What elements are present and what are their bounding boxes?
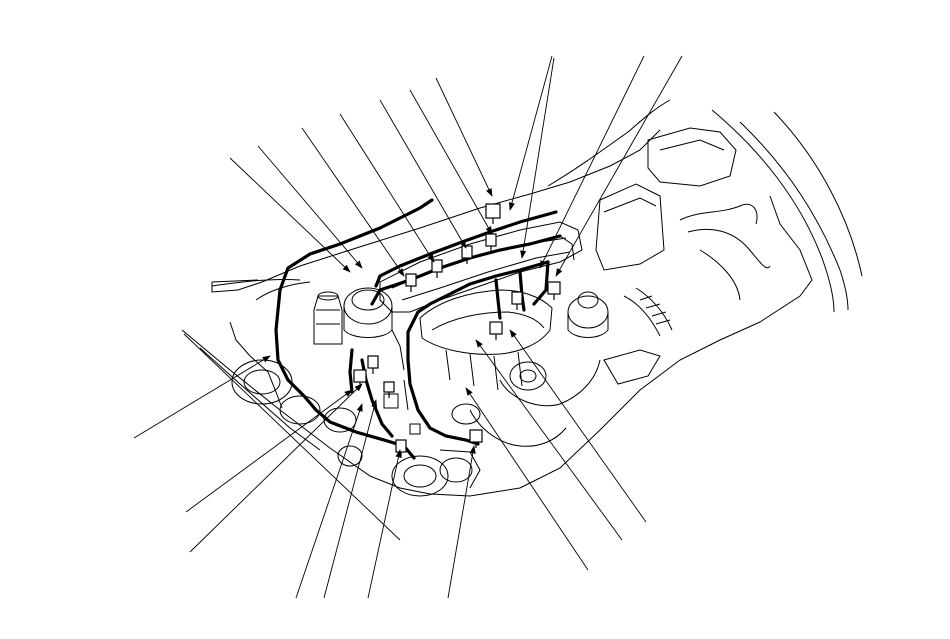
callout-leader-line [295, 403, 363, 599]
harness-connector [489, 321, 503, 335]
callout-arrowhead [485, 226, 493, 235]
callout-arrowhead [465, 387, 473, 396]
callout-leader-line [465, 387, 589, 571]
callout-arrowhead [520, 250, 527, 259]
callout-arrowhead [508, 202, 515, 211]
callout-arrowhead [509, 329, 517, 338]
harness-drop-2 [348, 348, 354, 394]
callout-leader-line [323, 399, 377, 599]
connectors [353, 203, 561, 458]
callout-arrowhead [354, 383, 363, 392]
callout-leader-line [509, 329, 647, 523]
harness-second [370, 234, 562, 306]
harness-inner-top [444, 260, 550, 298]
callout-arrowhead [475, 339, 483, 348]
callout-arrowhead [395, 449, 402, 458]
callout-leader-line [301, 127, 405, 277]
callout-leader-line [185, 389, 353, 513]
callout-arrowhead [344, 389, 353, 397]
harness-branch-3 [532, 260, 550, 306]
callout-leader-line [447, 445, 475, 599]
callout-arrowhead [427, 254, 435, 263]
callout-arrowhead [539, 260, 546, 269]
callout-leader-line [379, 99, 467, 249]
harness-upper [374, 210, 558, 288]
harness-left-loop [274, 198, 434, 460]
harness-connector [547, 281, 561, 295]
callout-arrowhead [397, 268, 405, 277]
harness-connector [511, 291, 523, 305]
harness-inner-loop [406, 294, 480, 446]
callout-leader-line [409, 89, 493, 235]
callout-arrowhead [356, 403, 363, 412]
callout-arrowhead [262, 355, 271, 363]
harness-connector [383, 381, 395, 393]
callout-leader-line [367, 449, 401, 599]
callout-leader-line [435, 77, 493, 197]
callout-leader-line [183, 333, 401, 541]
callout-arrowhead [486, 188, 493, 197]
harness-connector [485, 203, 501, 219]
callout-arrowhead [555, 268, 563, 277]
callout-leader-line [509, 55, 553, 211]
leader-arrowheads [262, 188, 563, 458]
callout-arrowhead [459, 240, 467, 249]
callout-arrowhead [371, 399, 378, 408]
callout-leader-line [539, 55, 645, 269]
harness-connector [367, 355, 379, 369]
callout-leader-line [475, 339, 623, 541]
callout-leader-line [257, 145, 363, 269]
wire-harness [274, 198, 562, 460]
callout-leader-line [521, 57, 555, 259]
callout-leader-line [339, 113, 435, 263]
callout-leader-line [229, 157, 351, 273]
harness-connector [469, 429, 483, 443]
callout-leader-line [133, 355, 271, 439]
compartment-outline [181, 99, 863, 497]
callout-leader-line [555, 55, 683, 277]
callout-arrowhead [342, 264, 351, 273]
harness-branch-2 [494, 278, 502, 320]
harness-connector [405, 273, 417, 287]
callout-leader-line [189, 383, 363, 553]
harness-connector [485, 233, 497, 247]
callout-arrowhead [469, 445, 476, 454]
callout-leaders [133, 55, 683, 599]
harness-connector [395, 439, 407, 453]
harness-connector [353, 369, 367, 383]
harness-connector [461, 245, 473, 259]
callout-arrowhead [354, 260, 363, 269]
